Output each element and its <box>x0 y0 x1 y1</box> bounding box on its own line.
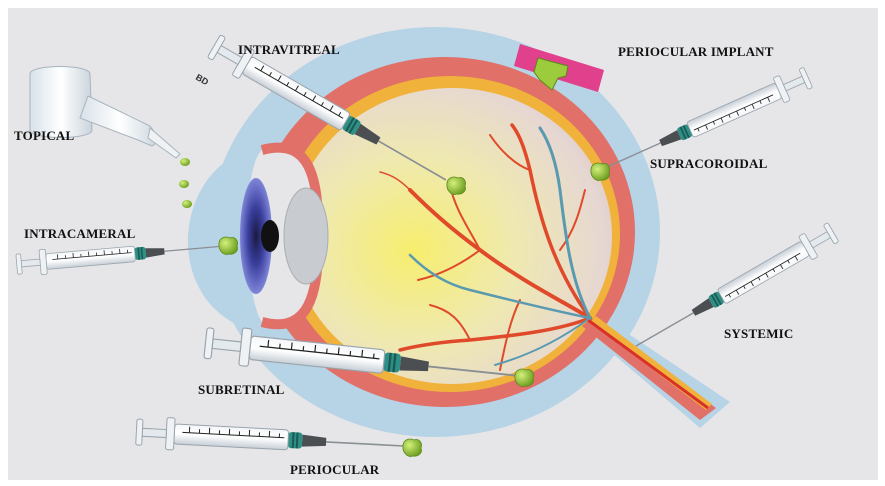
label-periocular: PERIOCULAR <box>290 462 379 478</box>
label-subretinal: SUBRETINAL <box>198 382 285 398</box>
drug-depot-icon <box>219 237 238 254</box>
label-intravitreal: INTRAVITREAL <box>238 42 340 58</box>
drug-depot-icon <box>591 163 610 180</box>
label-periocular-implant: PERIOCULAR IMPLANT <box>618 44 774 60</box>
drug-depot-icon <box>403 439 422 456</box>
label-systemic: SYSTEMIC <box>724 326 794 342</box>
drug-depot-icon <box>447 177 466 194</box>
vitreous-cavity <box>292 88 612 384</box>
label-topical: TOPICAL <box>14 128 74 144</box>
drug-depot-icon <box>515 369 534 386</box>
label-intracameral: INTRACAMERAL <box>24 226 135 242</box>
pupil <box>261 220 279 252</box>
label-suprachoroidal: SUPRACOROIDAL <box>650 156 767 172</box>
lens <box>284 188 328 284</box>
